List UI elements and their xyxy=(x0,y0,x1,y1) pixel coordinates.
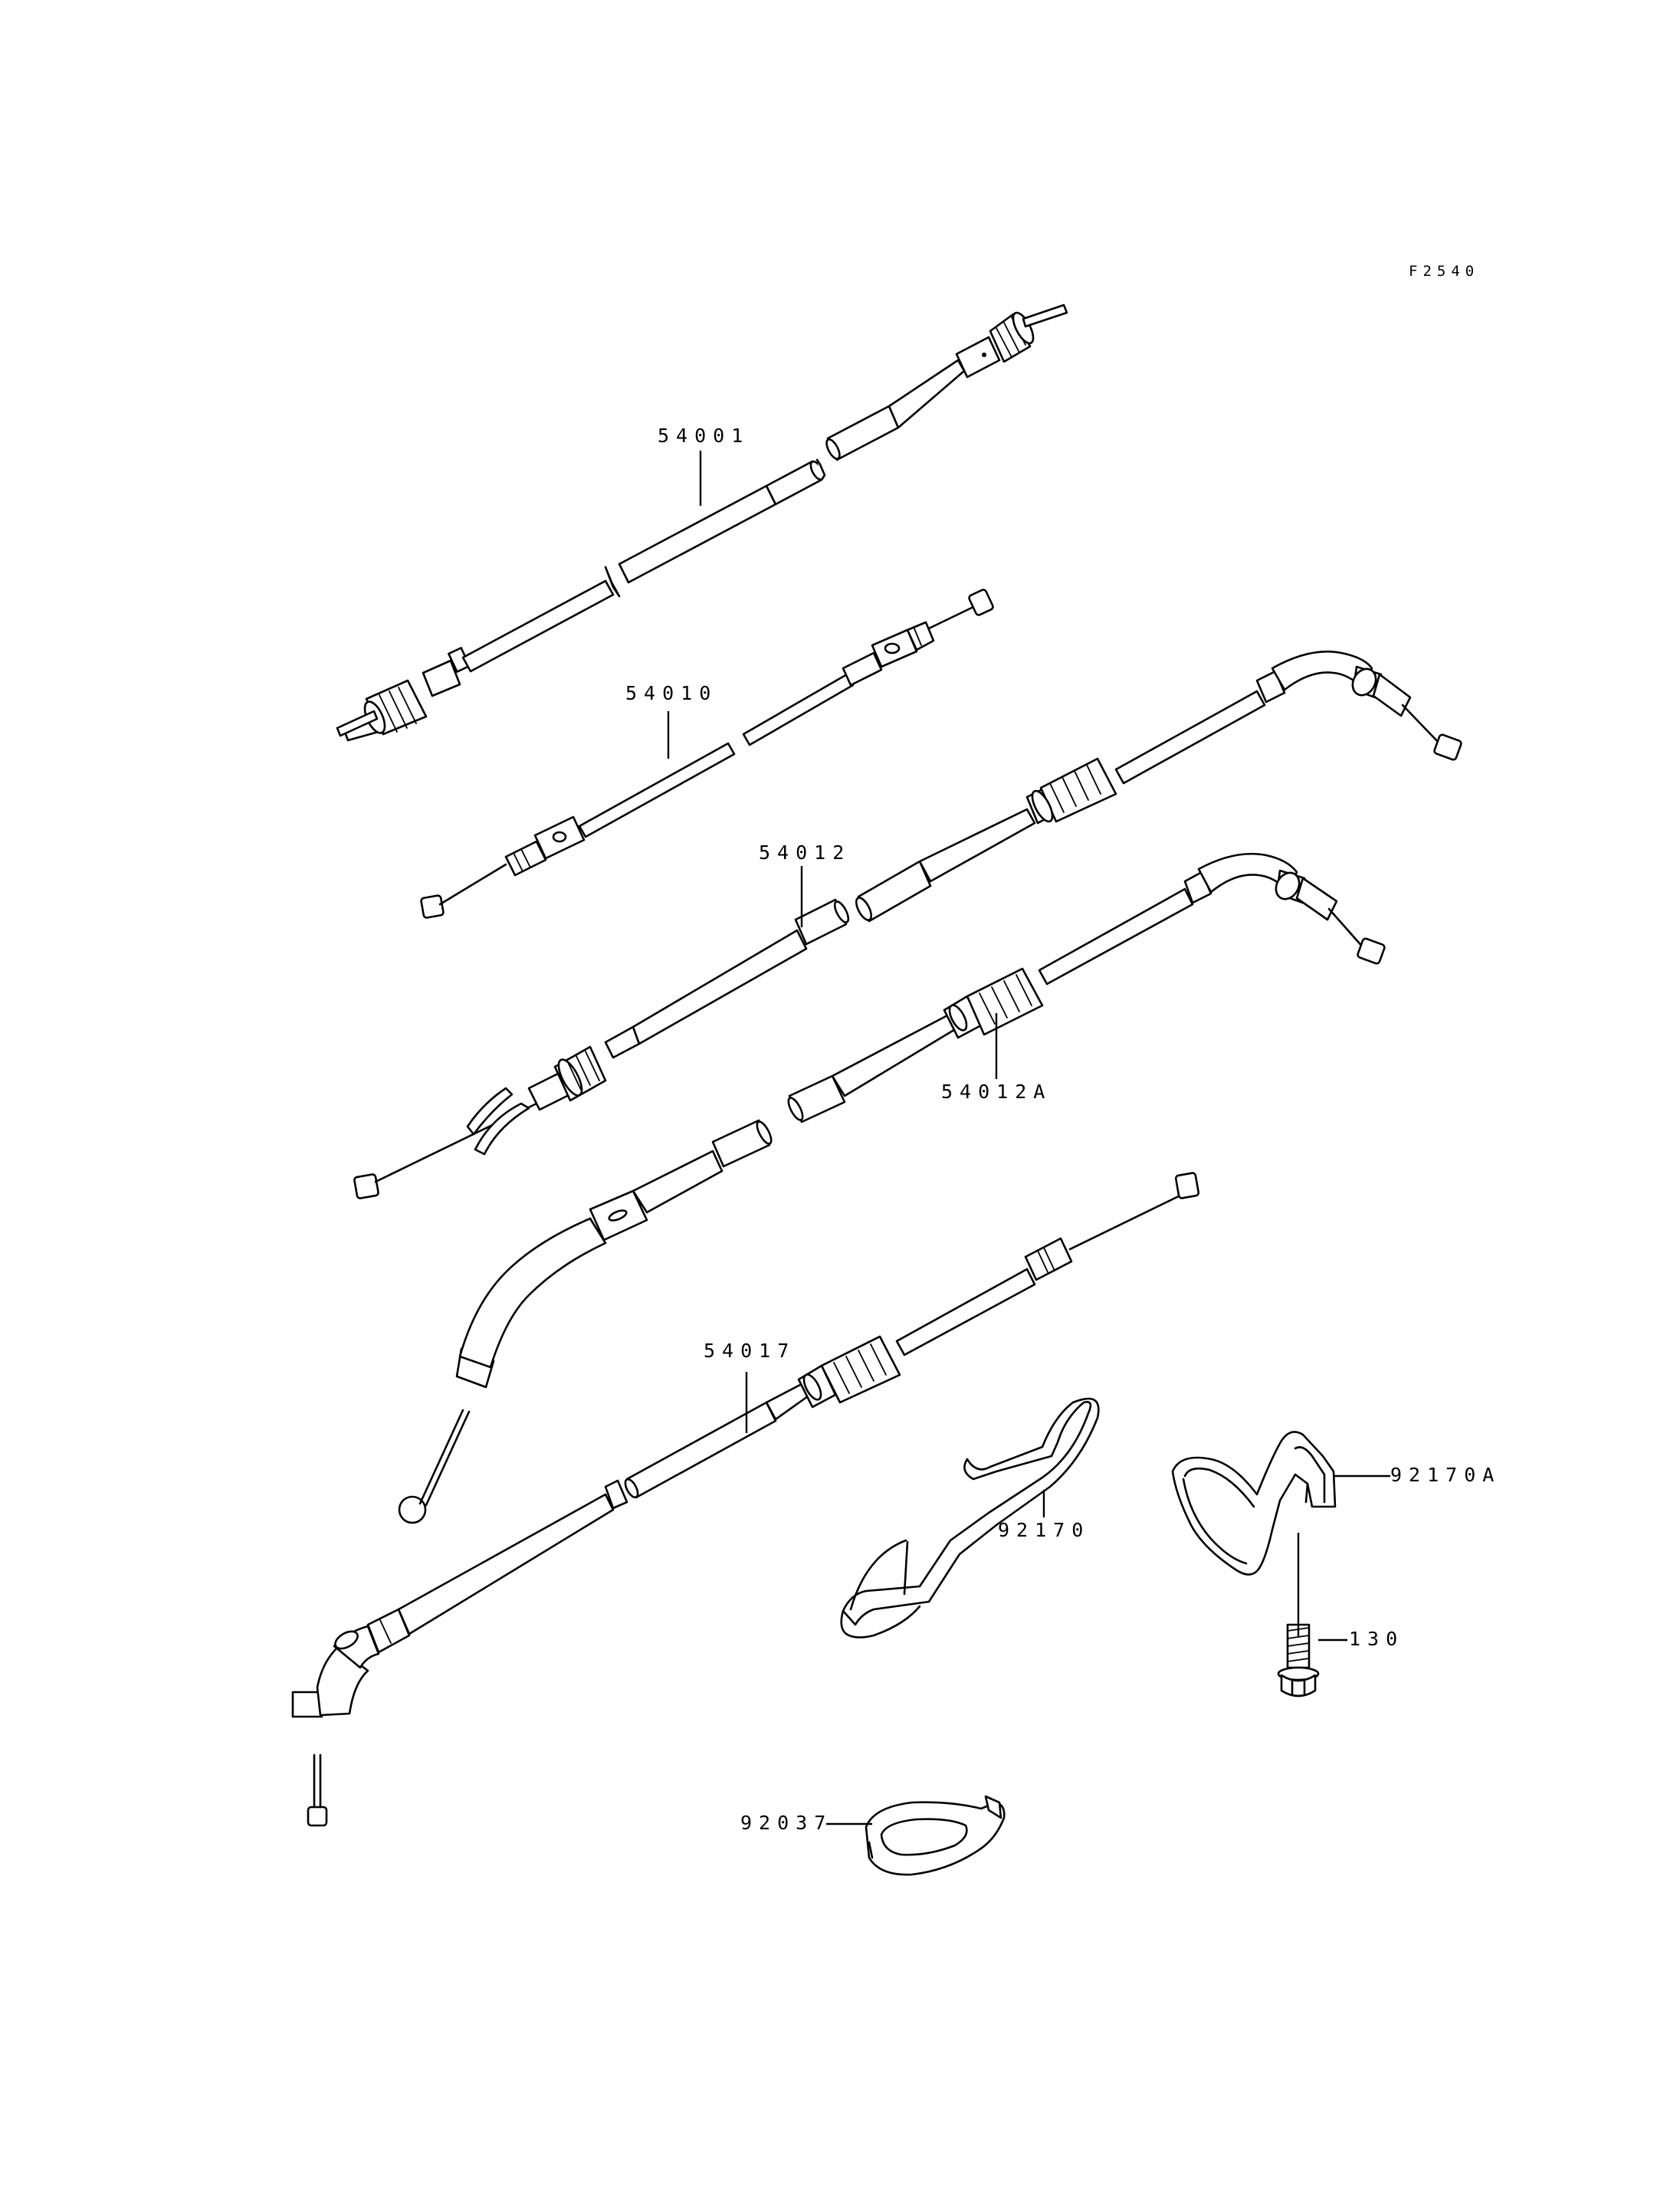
cable-clamp-92170[interactable] xyxy=(840,1397,1100,1638)
part-number-92037[interactable]: 92037 xyxy=(740,1812,833,1834)
part-number-92170[interactable]: 92170 xyxy=(998,1519,1091,1541)
cable-guide-92037[interactable] xyxy=(865,1795,1006,1876)
throttle-cable-54012A[interactable] xyxy=(398,852,1386,1524)
throttle-cable-54012[interactable] xyxy=(353,650,1462,1199)
part-number-130[interactable]: 130 xyxy=(1349,1628,1405,1650)
part-number-54012A[interactable]: 54012A xyxy=(941,1081,1052,1103)
part-number-54012[interactable]: 54012 xyxy=(759,841,851,864)
figure-id: F2540 xyxy=(1409,263,1480,280)
flange-bolt-130[interactable] xyxy=(1277,1623,1320,1697)
part-number-54001[interactable]: 54001 xyxy=(658,425,750,447)
part-number-54017[interactable]: 54017 xyxy=(704,1340,796,1362)
clutch-cable-54010[interactable] xyxy=(420,589,994,919)
choke-cable-54017[interactable] xyxy=(291,1172,1200,1827)
part-number-54010[interactable]: 54010 xyxy=(625,682,718,704)
leader-lines xyxy=(667,451,1390,1825)
cable-clamp-92170A[interactable] xyxy=(1171,1431,1337,1576)
speedometer-cable-54001[interactable] xyxy=(336,303,1068,742)
part-number-92170A[interactable]: 92170A xyxy=(1390,1464,1501,1486)
